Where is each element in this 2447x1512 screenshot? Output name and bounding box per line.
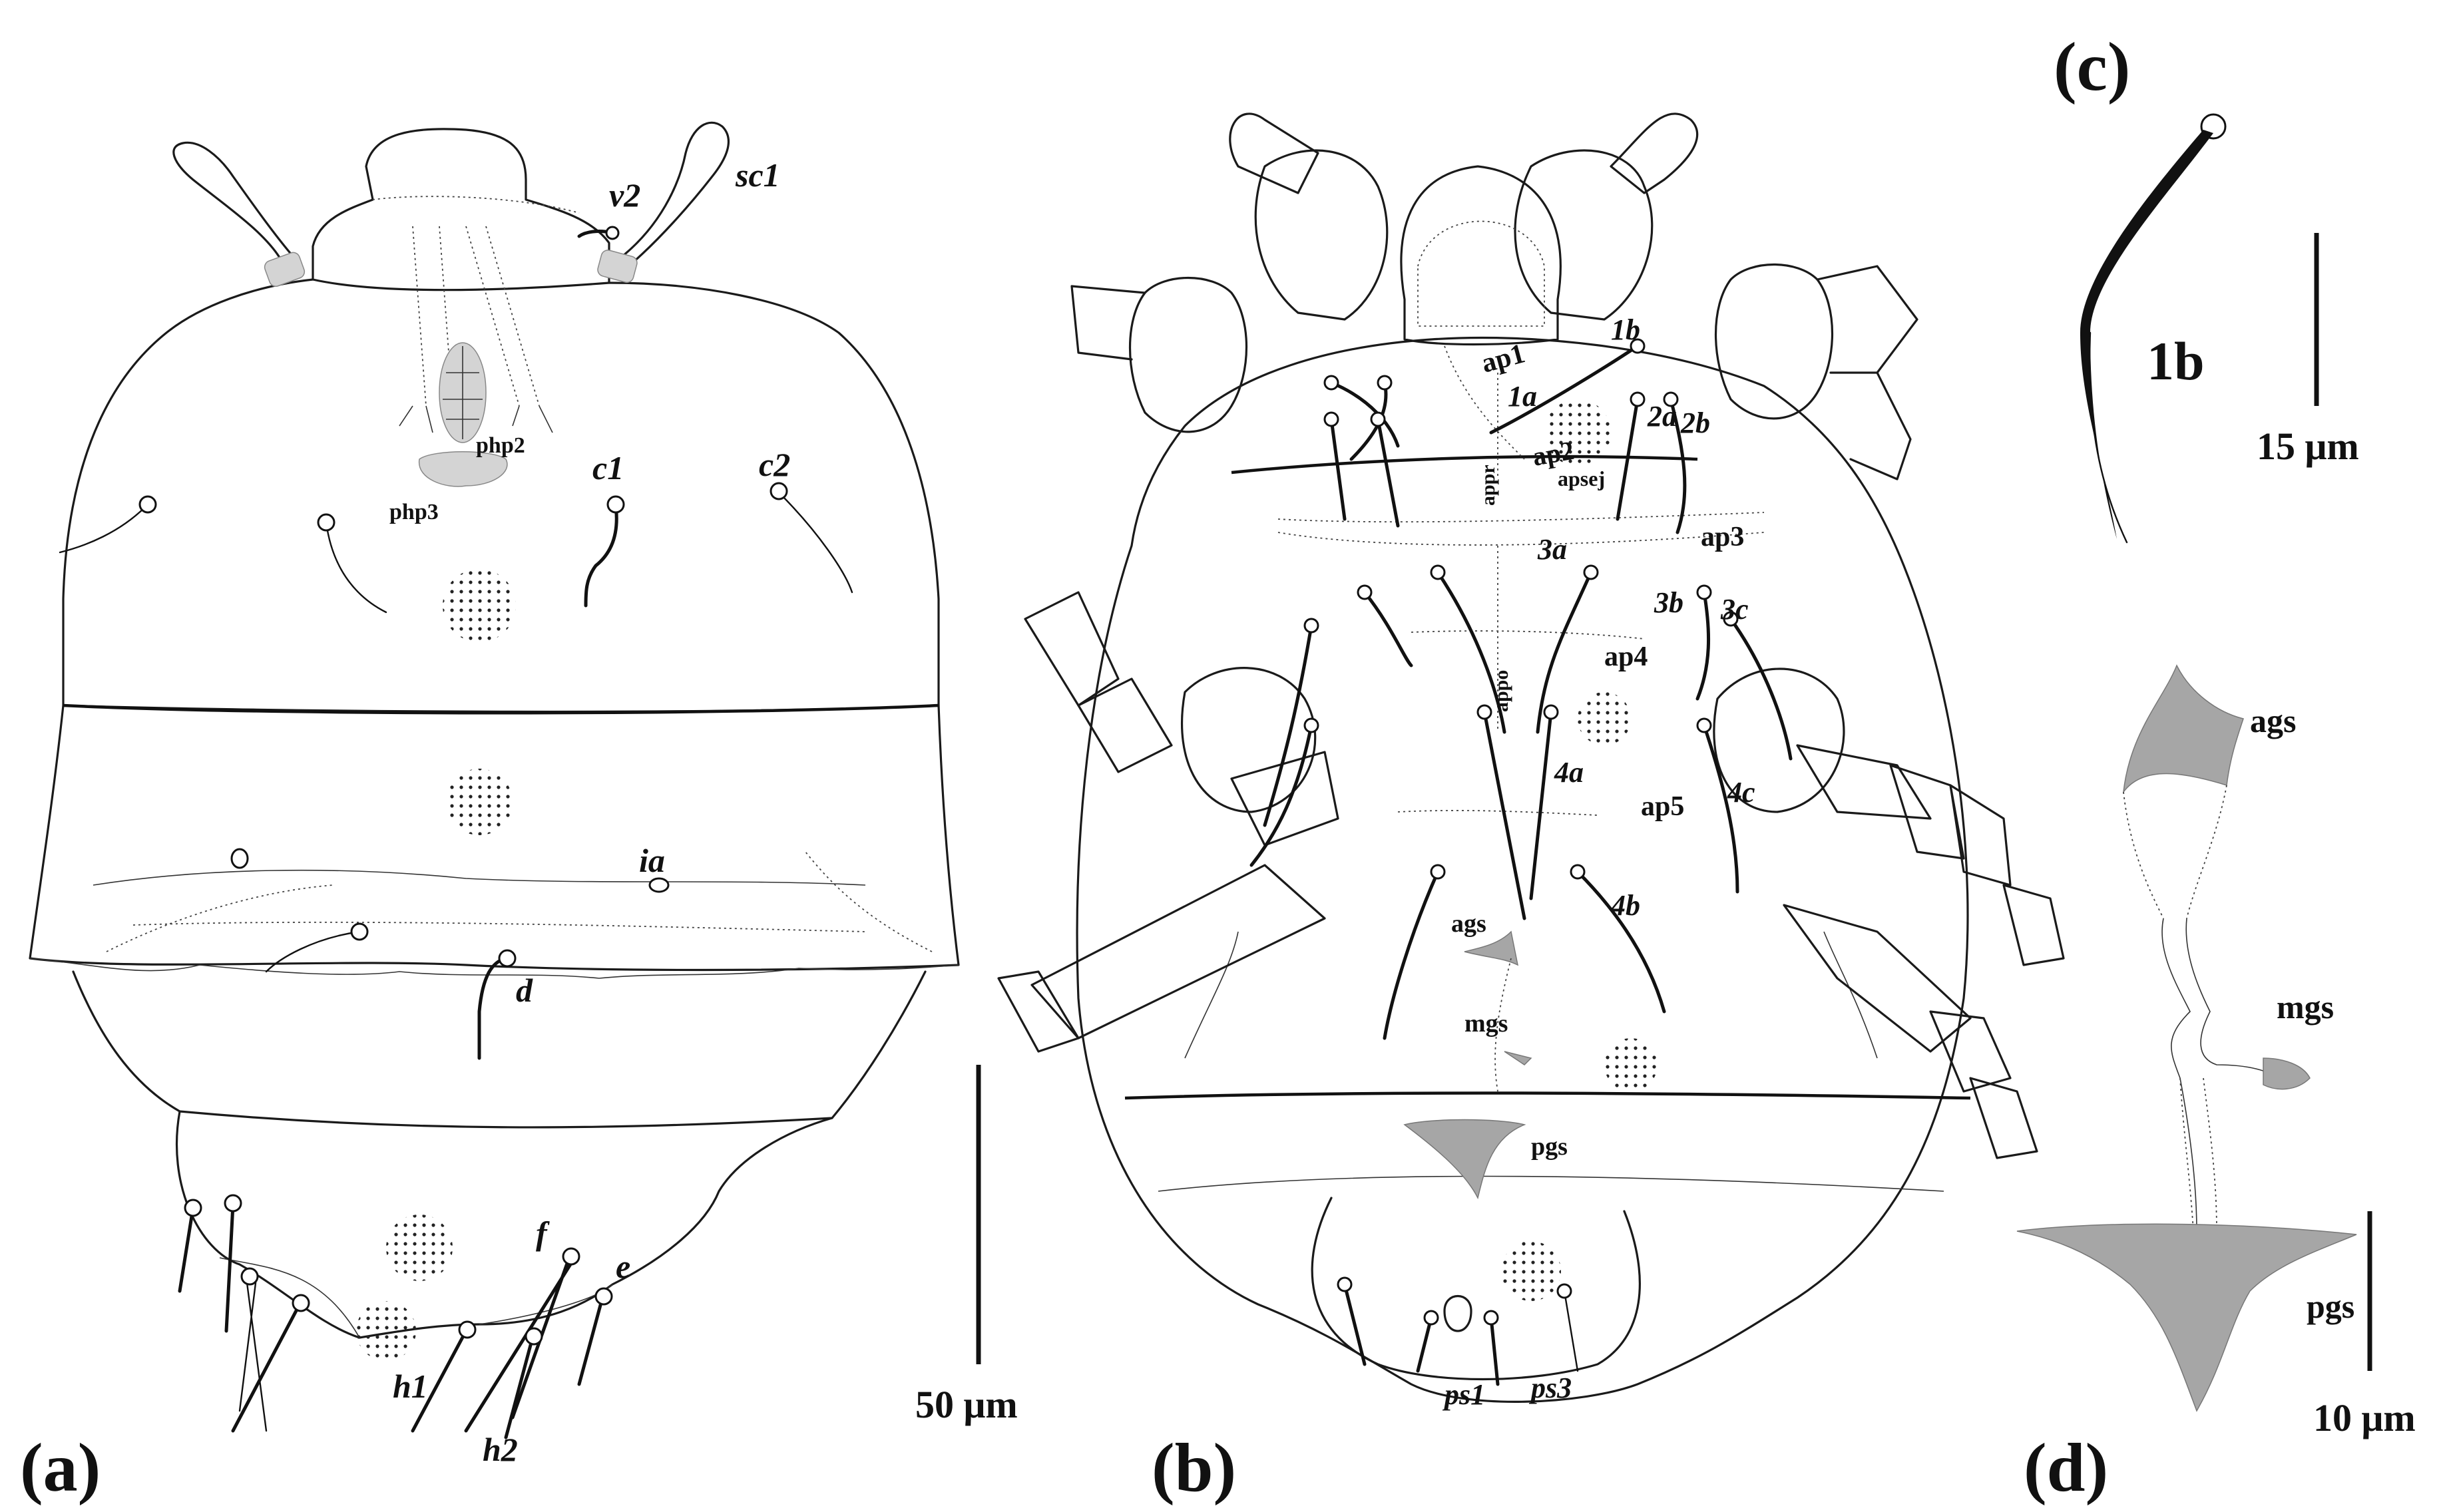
panel-label-d: (d)	[2024, 1429, 2108, 1506]
label-2a: 2a	[1647, 400, 1677, 433]
label-c2: c2	[759, 446, 790, 483]
label-ags-b: ags	[1451, 910, 1486, 938]
label-h1: h1	[393, 1368, 428, 1405]
label-e: e	[616, 1248, 630, 1285]
label-mgs-b: mgs	[1464, 1010, 1508, 1038]
label-ags-d: ags	[2250, 702, 2296, 739]
label-appo: appo	[1490, 670, 1512, 712]
label-ia: ia	[639, 842, 665, 879]
panel-d-drawing	[2016, 664, 2357, 1412]
label-1a: 1a	[1508, 380, 1537, 413]
label-ap5: ap5	[1641, 791, 1684, 822]
label-f: f	[536, 1215, 550, 1252]
scale-label-c: 15 μm	[2257, 425, 2359, 468]
label-1b: 1b	[1611, 313, 1640, 346]
label-ap2: ap2	[1530, 435, 1576, 472]
panel-a-drawing	[29, 121, 960, 1439]
label-php2: php2	[476, 433, 525, 458]
label-ap4: ap4	[1604, 642, 1648, 672]
scale-label-d: 10 μm	[2313, 1396, 2416, 1439]
panel-label-c: (c)	[2054, 29, 2130, 105]
panel-c-drawing	[2080, 113, 2227, 544]
label-php3: php3	[389, 500, 439, 524]
scale-label-a: 50 μm	[915, 1383, 1018, 1426]
panel-label-a: (a)	[20, 1429, 101, 1506]
label-3b: 3b	[1654, 586, 1683, 619]
label-c1: c1	[592, 449, 624, 486]
label-v2: v2	[609, 176, 640, 214]
label-sc1: sc1	[735, 156, 780, 194]
panel-b-drawing	[997, 112, 2065, 1403]
label-h2: h2	[483, 1431, 518, 1468]
label-4a: 4a	[1554, 756, 1584, 789]
panel-label-b: (b)	[1152, 1429, 1236, 1506]
label-mgs-d: mgs	[2277, 988, 2334, 1026]
label-4b: 4b	[1610, 889, 1640, 922]
label-ps3: ps3	[1528, 1372, 1572, 1404]
label-3c: 3c	[1720, 593, 1749, 626]
label-4c: 4c	[1727, 776, 1755, 809]
label-appr: appr	[1477, 465, 1499, 506]
label-2b: 2b	[1680, 407, 1710, 439]
label-apsej: apsej	[1558, 467, 1605, 490]
label-pgs-b: pgs	[1531, 1133, 1568, 1161]
label-ps1: ps1	[1442, 1378, 1485, 1411]
label-ap3: ap3	[1701, 522, 1744, 552]
label-d: d	[516, 972, 533, 1009]
label-3a: 3a	[1537, 533, 1567, 566]
label-pgs-d: pgs	[2307, 1288, 2354, 1325]
label-1b-c: 1b	[2147, 331, 2205, 391]
